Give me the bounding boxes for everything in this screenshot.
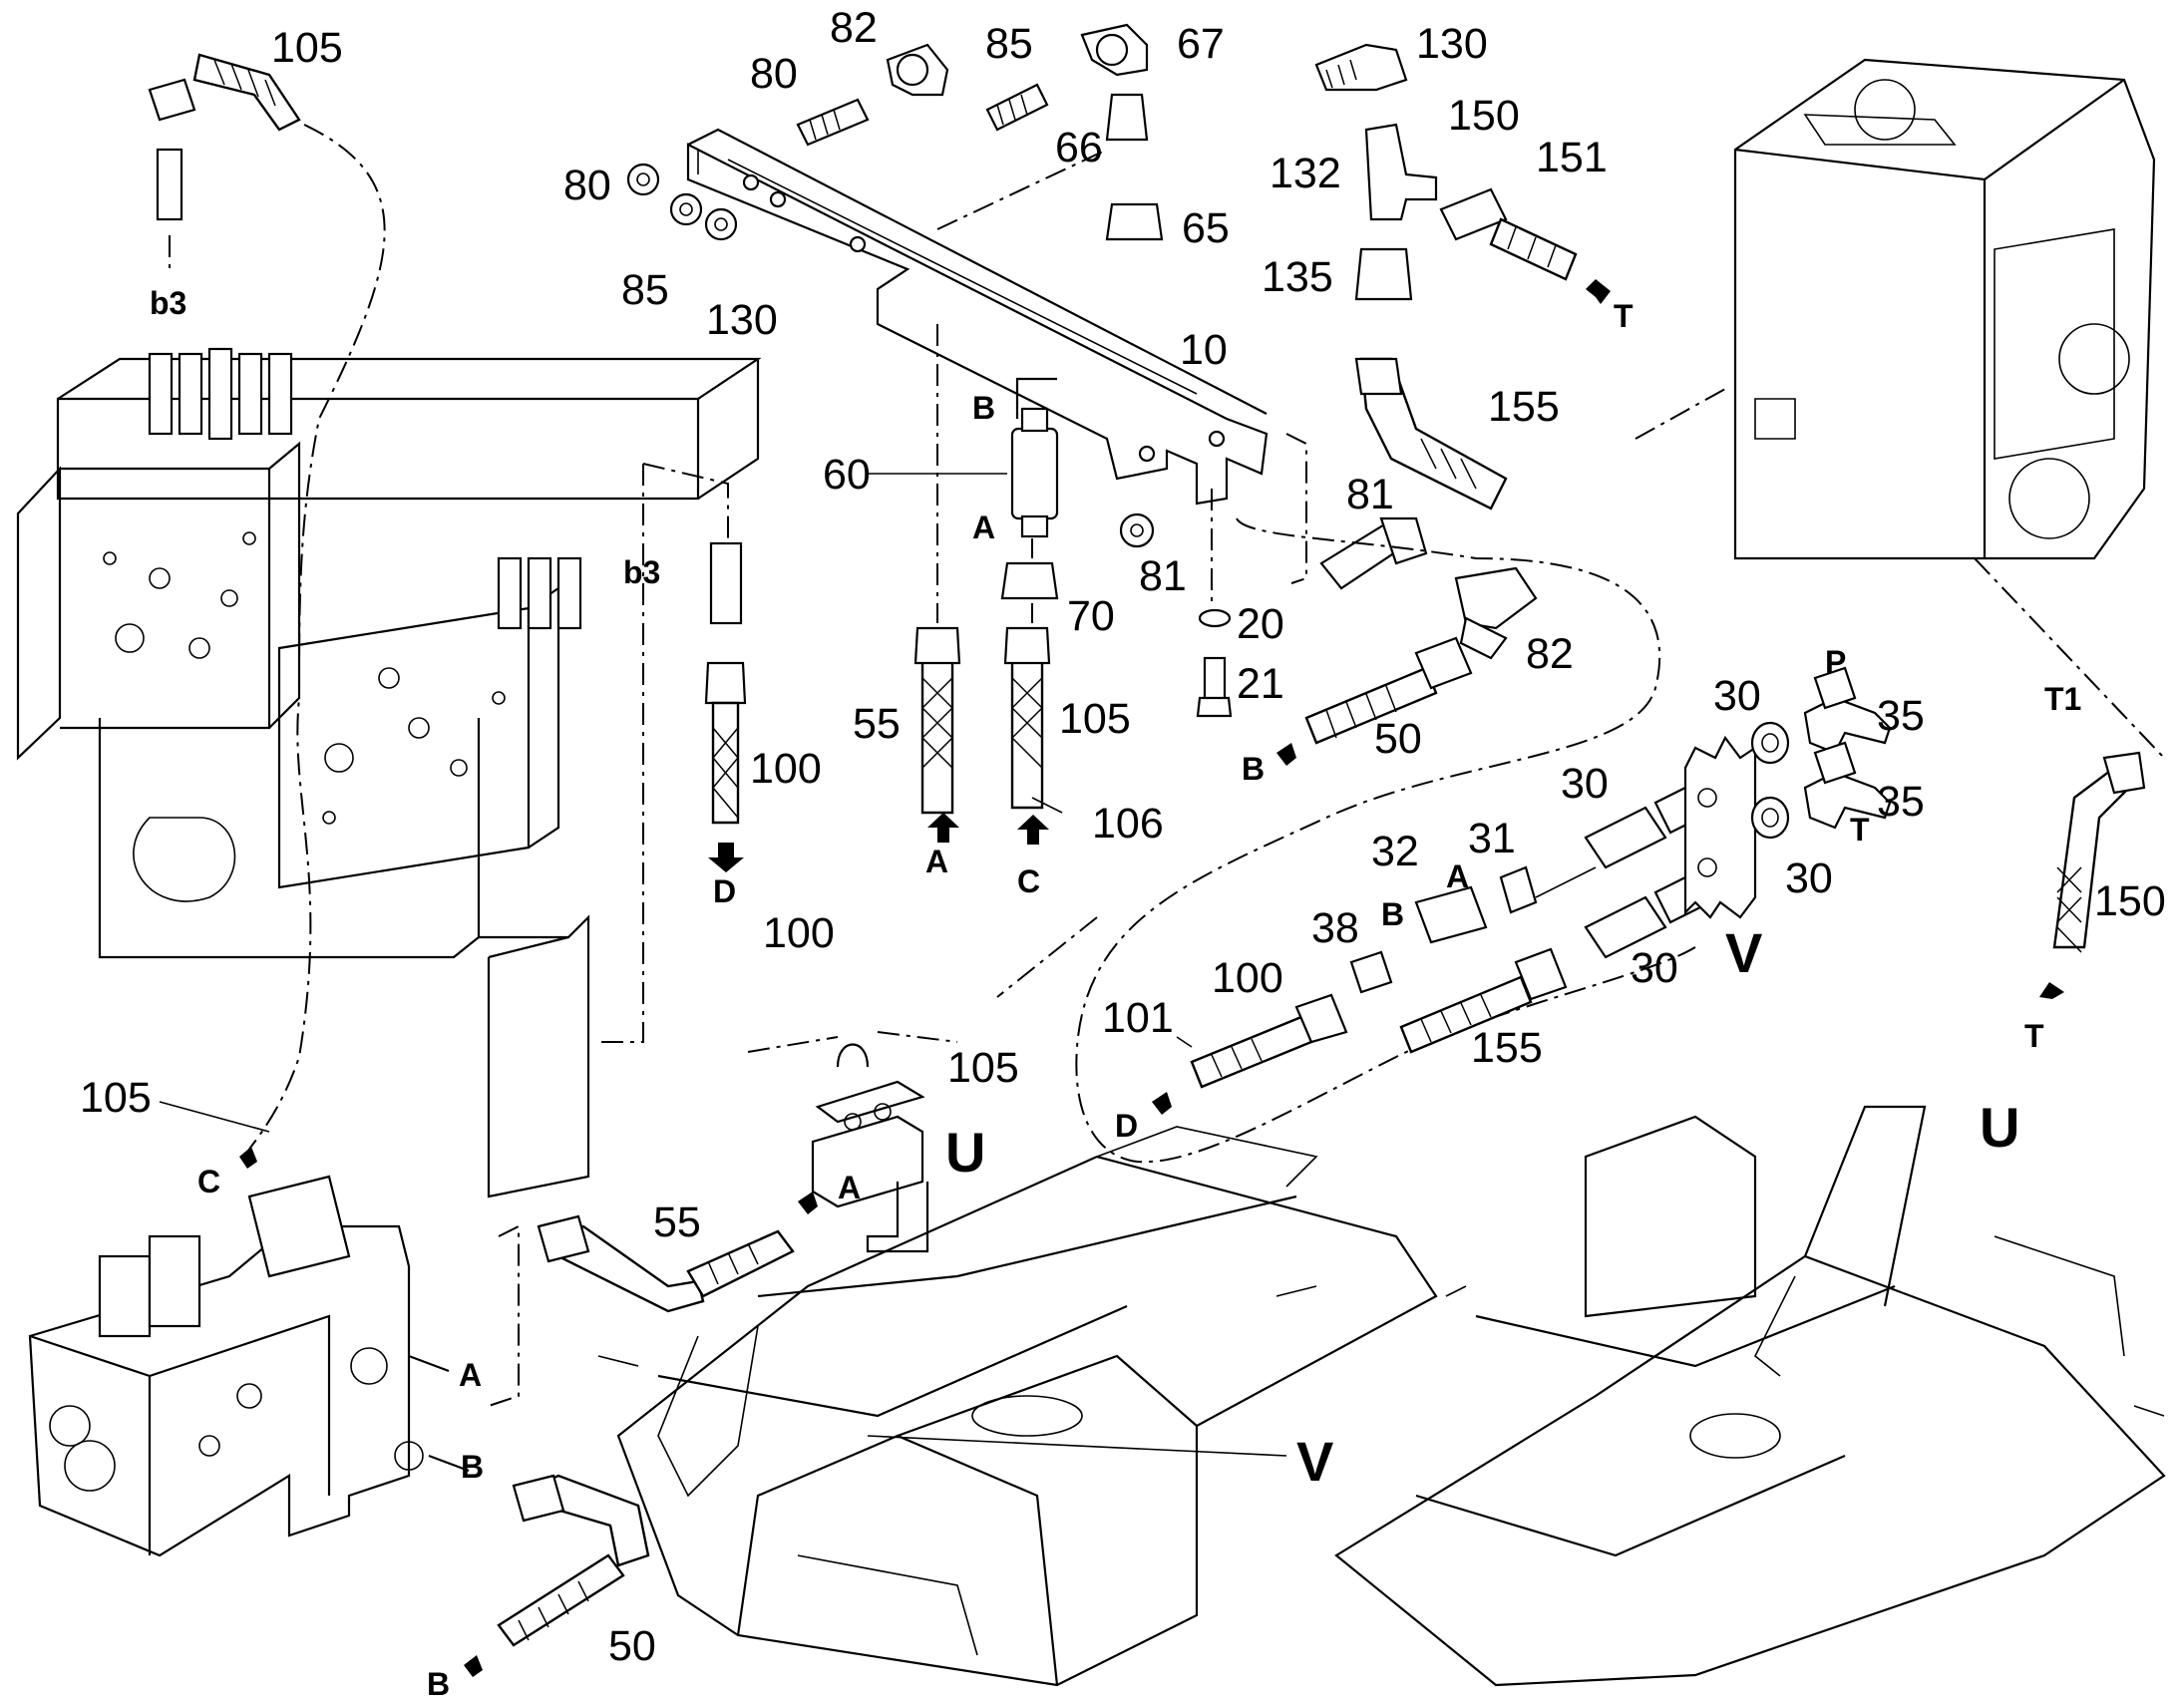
- part-number-label: 80: [563, 162, 611, 209]
- hose-100-b3: [598, 463, 747, 1043]
- port-label: B: [1381, 896, 1404, 932]
- part-number-label: 30: [1561, 760, 1609, 808]
- part-number-label: 150: [1448, 92, 1520, 140]
- part-number-label: 67: [1177, 20, 1225, 68]
- check-valve-60-assembly: [913, 149, 1108, 815]
- port-label: C: [197, 1164, 220, 1199]
- flow-arrows: [239, 279, 2064, 1677]
- part-number-label: 82: [1526, 630, 1574, 678]
- mounting-plate-v: [1683, 666, 1892, 919]
- port-label: B: [972, 390, 995, 426]
- part-number-label: 60: [823, 451, 871, 499]
- part-number-label: 151: [1536, 134, 1608, 181]
- part-number-label: 100: [1212, 954, 1283, 1002]
- chassis-frame-right: [1334, 1105, 2166, 1687]
- port-label: A: [459, 1357, 482, 1393]
- part-number-label: 81: [1139, 552, 1187, 600]
- nut-washer-bolt: [1119, 433, 1307, 718]
- part-number-label: 66: [1055, 124, 1103, 171]
- view-label: V: [1725, 921, 1762, 984]
- part-number-label: 130: [1416, 20, 1488, 68]
- port-label: T: [1850, 812, 1870, 848]
- part-number-label: 155: [1488, 383, 1560, 431]
- part-number-label: 35: [1877, 692, 1925, 740]
- part-number-label: 30: [1631, 944, 1678, 992]
- manifold-fittings: [626, 23, 1578, 511]
- leader-lines: [159, 473, 1796, 1457]
- part-number-label: 65: [1182, 204, 1230, 252]
- part-number-label: 30: [1713, 672, 1761, 720]
- port-label: A: [925, 844, 948, 879]
- view-label: U: [1980, 1096, 2019, 1159]
- port-label: D: [1115, 1108, 1138, 1144]
- part-number-label: 155: [1471, 1024, 1543, 1072]
- view-label: U: [945, 1121, 985, 1184]
- port-label: B: [427, 1666, 450, 1702]
- part-number-label: 130: [706, 296, 778, 344]
- part-number-label: 81: [1346, 471, 1394, 518]
- part-number-label: 50: [608, 1622, 656, 1670]
- part-number-label: 105: [1059, 695, 1131, 743]
- view-label: V: [1296, 1430, 1333, 1493]
- hose-105-top: [148, 53, 386, 1158]
- part-number-label: 82: [830, 4, 878, 52]
- coupler-assembly: [1190, 786, 1702, 1089]
- port-label: B: [461, 1449, 484, 1485]
- part-number-label: 85: [621, 266, 669, 314]
- hose-55-low: [537, 1214, 795, 1313]
- port-label: B: [1242, 751, 1265, 787]
- part-number-label: 135: [1262, 253, 1333, 301]
- part-number-label: 35: [1877, 778, 1925, 826]
- hose-50-low: [497, 1474, 650, 1647]
- part-number-label: 105: [80, 1074, 152, 1122]
- clamp-u: [747, 1031, 958, 1253]
- port-label: T1: [2044, 681, 2081, 717]
- part-number-label: 100: [750, 745, 822, 793]
- part-number-label: 21: [1237, 660, 1284, 708]
- port-label: A: [972, 510, 995, 545]
- port-label: T: [2024, 1018, 2044, 1054]
- hydraulic-tank: [1635, 58, 2165, 759]
- chassis-frame-center: [597, 1126, 1438, 1687]
- part-number-label: 105: [271, 24, 343, 72]
- part-number-label: 132: [1270, 150, 1341, 197]
- part-number-label: 50: [1374, 715, 1422, 763]
- part-number-label: 31: [1468, 815, 1516, 862]
- part-number-label: 20: [1237, 600, 1284, 648]
- part-number-label: 100: [763, 909, 835, 957]
- manifold-bracket-10: [686, 128, 1269, 506]
- port-label: P: [1825, 644, 1846, 680]
- port-label: b3: [623, 554, 660, 590]
- hose-50-assembly: [996, 516, 1538, 998]
- part-number-label: 10: [1180, 326, 1228, 374]
- part-number-label: 55: [653, 1198, 701, 1246]
- port-label: C: [1017, 863, 1040, 899]
- port-label: D: [713, 873, 736, 909]
- part-number-label: 101: [1102, 994, 1174, 1042]
- part-number-label: 55: [853, 700, 901, 748]
- part-number-label: 80: [750, 50, 798, 98]
- port-label: A: [838, 1170, 861, 1205]
- hose-150-right: [2052, 751, 2146, 953]
- part-number-label: 32: [1371, 828, 1419, 875]
- part-number-label: 30: [1785, 854, 1833, 902]
- part-number-label: 150: [2094, 877, 2166, 925]
- part-number-label: 106: [1092, 800, 1164, 848]
- part-number-label: 38: [1311, 904, 1359, 952]
- port-label: b3: [150, 285, 186, 321]
- part-number-label: 70: [1067, 592, 1115, 640]
- port-label: A: [1446, 858, 1469, 894]
- callout-labels: 105 82 80 85 67 130 80 66 132 150 151 85…: [80, 4, 2166, 1702]
- connection-loop: [1075, 517, 1696, 1164]
- main-control-valve: [16, 347, 762, 1198]
- part-number-label: 105: [947, 1044, 1019, 1092]
- port-label: T: [1614, 298, 1634, 334]
- auxiliary-valve-block: [28, 1175, 520, 1557]
- part-number-label: 85: [985, 20, 1033, 68]
